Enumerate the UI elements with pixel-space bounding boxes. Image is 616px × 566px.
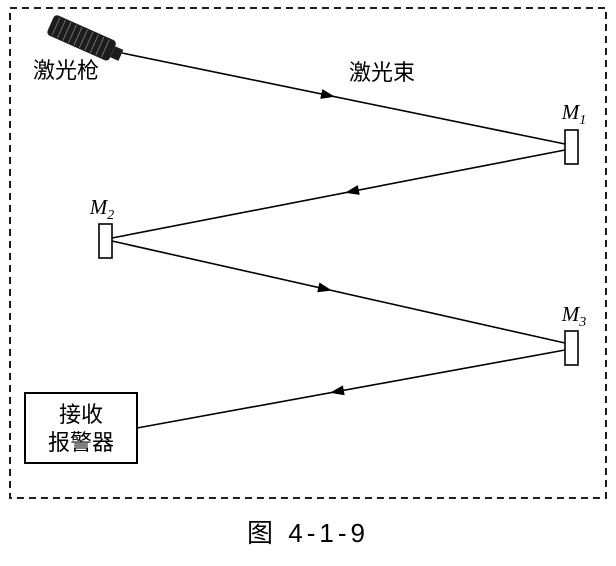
mirror-m3 — [564, 330, 579, 366]
mirror-m2 — [98, 223, 113, 259]
beam-segment-1 — [121, 52, 566, 145]
dashed-boundary — [9, 7, 607, 499]
mirror-m2-label: M2 — [89, 195, 115, 223]
beam-arrow-4 — [330, 385, 345, 396]
laser-gun-label: 激光枪 — [33, 58, 99, 83]
laser-beam-label: 激光束 — [349, 60, 415, 85]
beam-segment-3 — [111, 240, 566, 344]
beam-segment-4 — [136, 349, 566, 429]
laser-gun-icon — [47, 15, 124, 61]
beam-arrow-3 — [317, 282, 332, 293]
beam-arrow-1 — [320, 89, 335, 99]
receiver-label-line1: 接收 — [59, 402, 103, 427]
figure-caption: 图 4-1-9 — [247, 518, 369, 548]
mirror-m3-label: M3 — [561, 302, 587, 330]
beam-segment-2 — [111, 149, 566, 239]
beam-arrow-2 — [345, 185, 360, 195]
receiver-box — [24, 392, 138, 464]
receiver-label-line2: 报警器 — [48, 430, 114, 455]
mirror-m1 — [564, 129, 579, 165]
mirror-m1-label: M1 — [561, 100, 587, 128]
